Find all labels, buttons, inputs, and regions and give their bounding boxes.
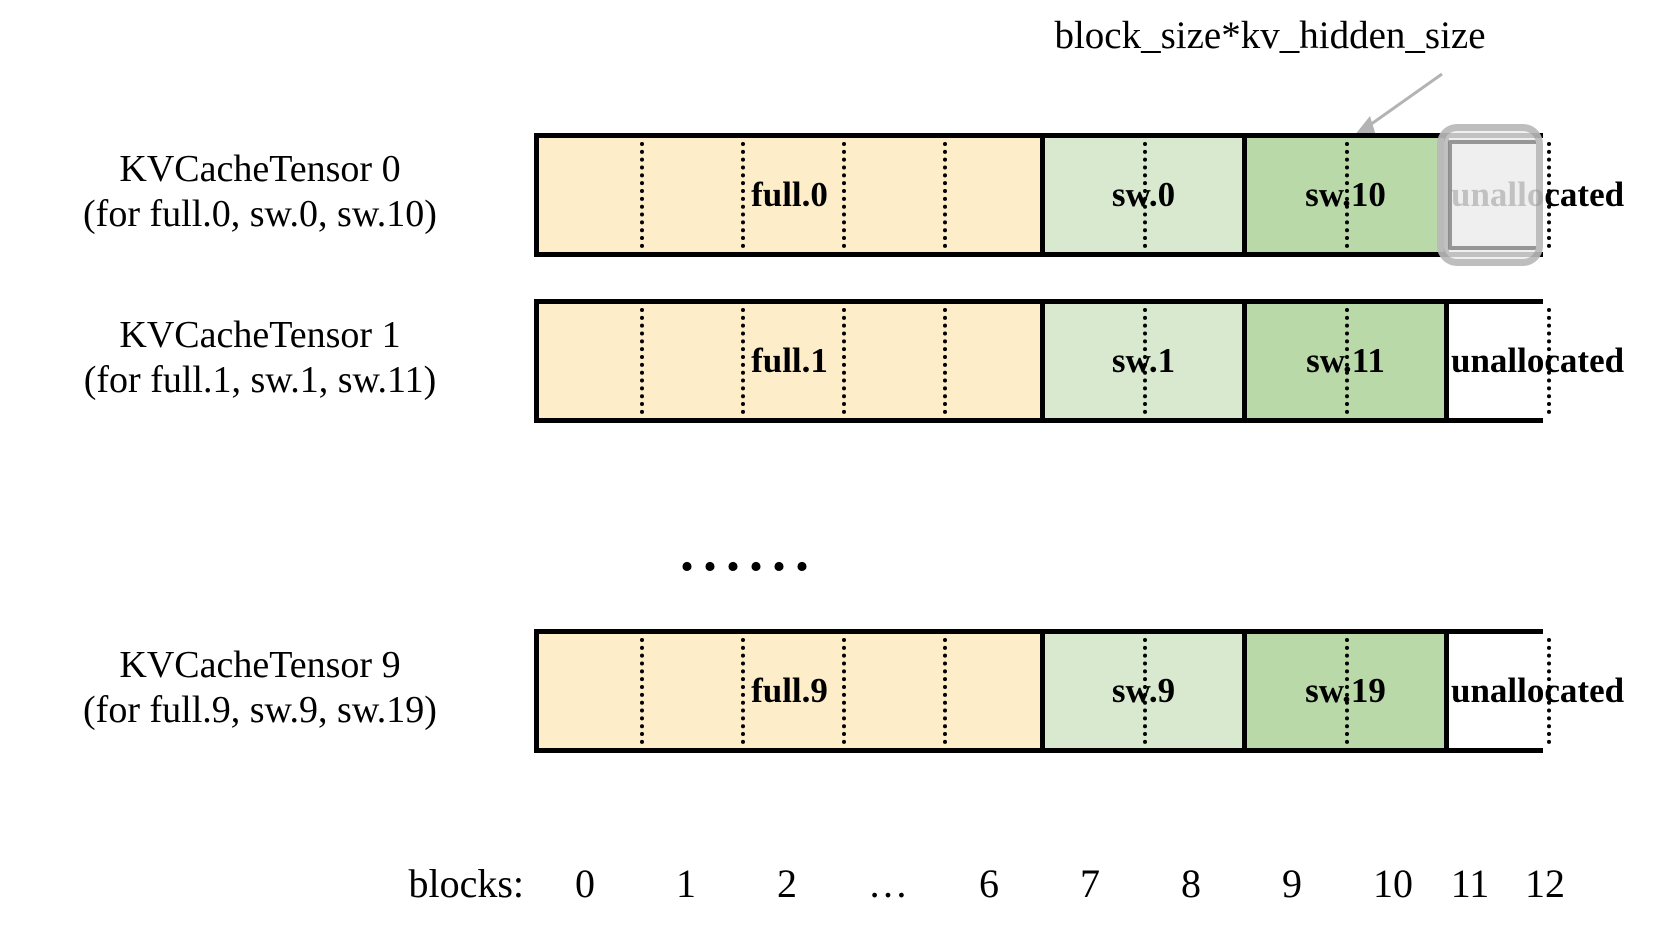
block-divider — [640, 638, 644, 744]
blocks-axis: blocks: 0 1 2 … 6 7 8 9 10 11 12 — [0, 860, 1676, 920]
unallocated-segment-label: unallocated — [1451, 671, 1625, 711]
blocks-axis-caption: blocks: — [408, 861, 524, 906]
block-divider — [842, 638, 846, 744]
sw-segment-label: sw.0 — [1111, 175, 1176, 215]
sw-segment-label: sw.9 — [1111, 671, 1176, 711]
unallocated-segment[interactable]: unallocated — [1444, 304, 1627, 418]
full-segment-label: full.1 — [751, 341, 828, 381]
full-segment-label: full.0 — [751, 175, 828, 215]
block-tick-6: 6 — [979, 861, 999, 906]
annotation-label: block_size*kv_hidden_size — [1054, 14, 1486, 57]
block-divider — [640, 142, 644, 248]
block-divider — [943, 638, 947, 744]
vertical-ellipsis: ...... — [680, 521, 818, 583]
row-label: KVCacheTensor 0 (for full.0, sw.0, sw.10… — [10, 124, 510, 260]
full-segment[interactable]: full.9 — [539, 634, 1040, 748]
kvcache-bar: full.0 sw.0 sw.10 unallocated — [534, 133, 1627, 257]
block-tick-1: 1 — [676, 861, 696, 906]
sw-segment[interactable]: sw.0 — [1040, 138, 1242, 252]
block-divider — [640, 308, 644, 414]
sw-alt-segment-label: sw.19 — [1305, 671, 1386, 711]
row-label: KVCacheTensor 1 (for full.1, sw.1, sw.11… — [10, 290, 510, 426]
unallocated-segment[interactable]: unallocated — [1444, 634, 1627, 748]
block-divider — [842, 142, 846, 248]
kvcache-bar: full.9 sw.9 sw.19 unallocated — [534, 629, 1627, 753]
block-tick-12: 12 — [1525, 861, 1565, 906]
row-subtitle: (for full.0, sw.0, sw.10) — [83, 193, 437, 235]
block-tick-10: 10 — [1373, 861, 1413, 906]
sw-alt-segment-label: sw.10 — [1305, 175, 1386, 215]
block-tick-7: 7 — [1080, 861, 1100, 906]
full-segment[interactable]: full.1 — [539, 304, 1040, 418]
sw-segment[interactable]: sw.9 — [1040, 634, 1242, 748]
row-label: KVCacheTensor 9 (for full.9, sw.9, sw.19… — [10, 620, 510, 756]
row-subtitle: (for full.1, sw.1, sw.11) — [83, 359, 437, 401]
kvcache-bar: full.1 sw.1 sw.11 unallocated — [534, 299, 1627, 423]
block-divider — [943, 308, 947, 414]
block-divider — [943, 142, 947, 248]
kvcachetensor-row: KVCacheTensor 1 (for full.1, sw.1, sw.11… — [0, 290, 1676, 426]
sw-segment-label: sw.1 — [1111, 341, 1176, 381]
block-tick-11: 11 — [1450, 861, 1490, 906]
block-divider — [842, 308, 846, 414]
block-tick-9: 9 — [1282, 861, 1302, 906]
block-divider — [741, 308, 745, 414]
row-subtitle: (for full.9, sw.9, sw.19) — [83, 689, 437, 731]
row-title: KVCacheTensor 0 — [119, 148, 401, 191]
row-title: KVCacheTensor 9 — [119, 644, 401, 687]
full-segment[interactable]: full.0 — [539, 138, 1040, 252]
highlight-box[interactable] — [1437, 124, 1543, 266]
row-title: KVCacheTensor 1 — [119, 314, 401, 357]
kvcachetensor-row: KVCacheTensor 9 (for full.9, sw.9, sw.19… — [0, 620, 1676, 756]
sw-segment[interactable]: sw.1 — [1040, 304, 1242, 418]
sw-alt-segment[interactable]: sw.10 — [1242, 138, 1444, 252]
block-divider — [741, 142, 745, 248]
block-tick-8: 8 — [1181, 861, 1201, 906]
block-tick-0: 0 — [575, 861, 595, 906]
sw-alt-segment-label: sw.11 — [1306, 341, 1385, 381]
block-divider — [741, 638, 745, 744]
sw-alt-segment[interactable]: sw.19 — [1242, 634, 1444, 748]
kvcachetensor-row: KVCacheTensor 0 (for full.0, sw.0, sw.10… — [0, 124, 1676, 266]
sw-alt-segment[interactable]: sw.11 — [1242, 304, 1444, 418]
block-tick-2: 2 — [777, 861, 797, 906]
full-segment-label: full.9 — [751, 671, 828, 711]
unallocated-segment-label: unallocated — [1451, 341, 1625, 381]
block-tick-ellipsis: … — [868, 861, 908, 906]
